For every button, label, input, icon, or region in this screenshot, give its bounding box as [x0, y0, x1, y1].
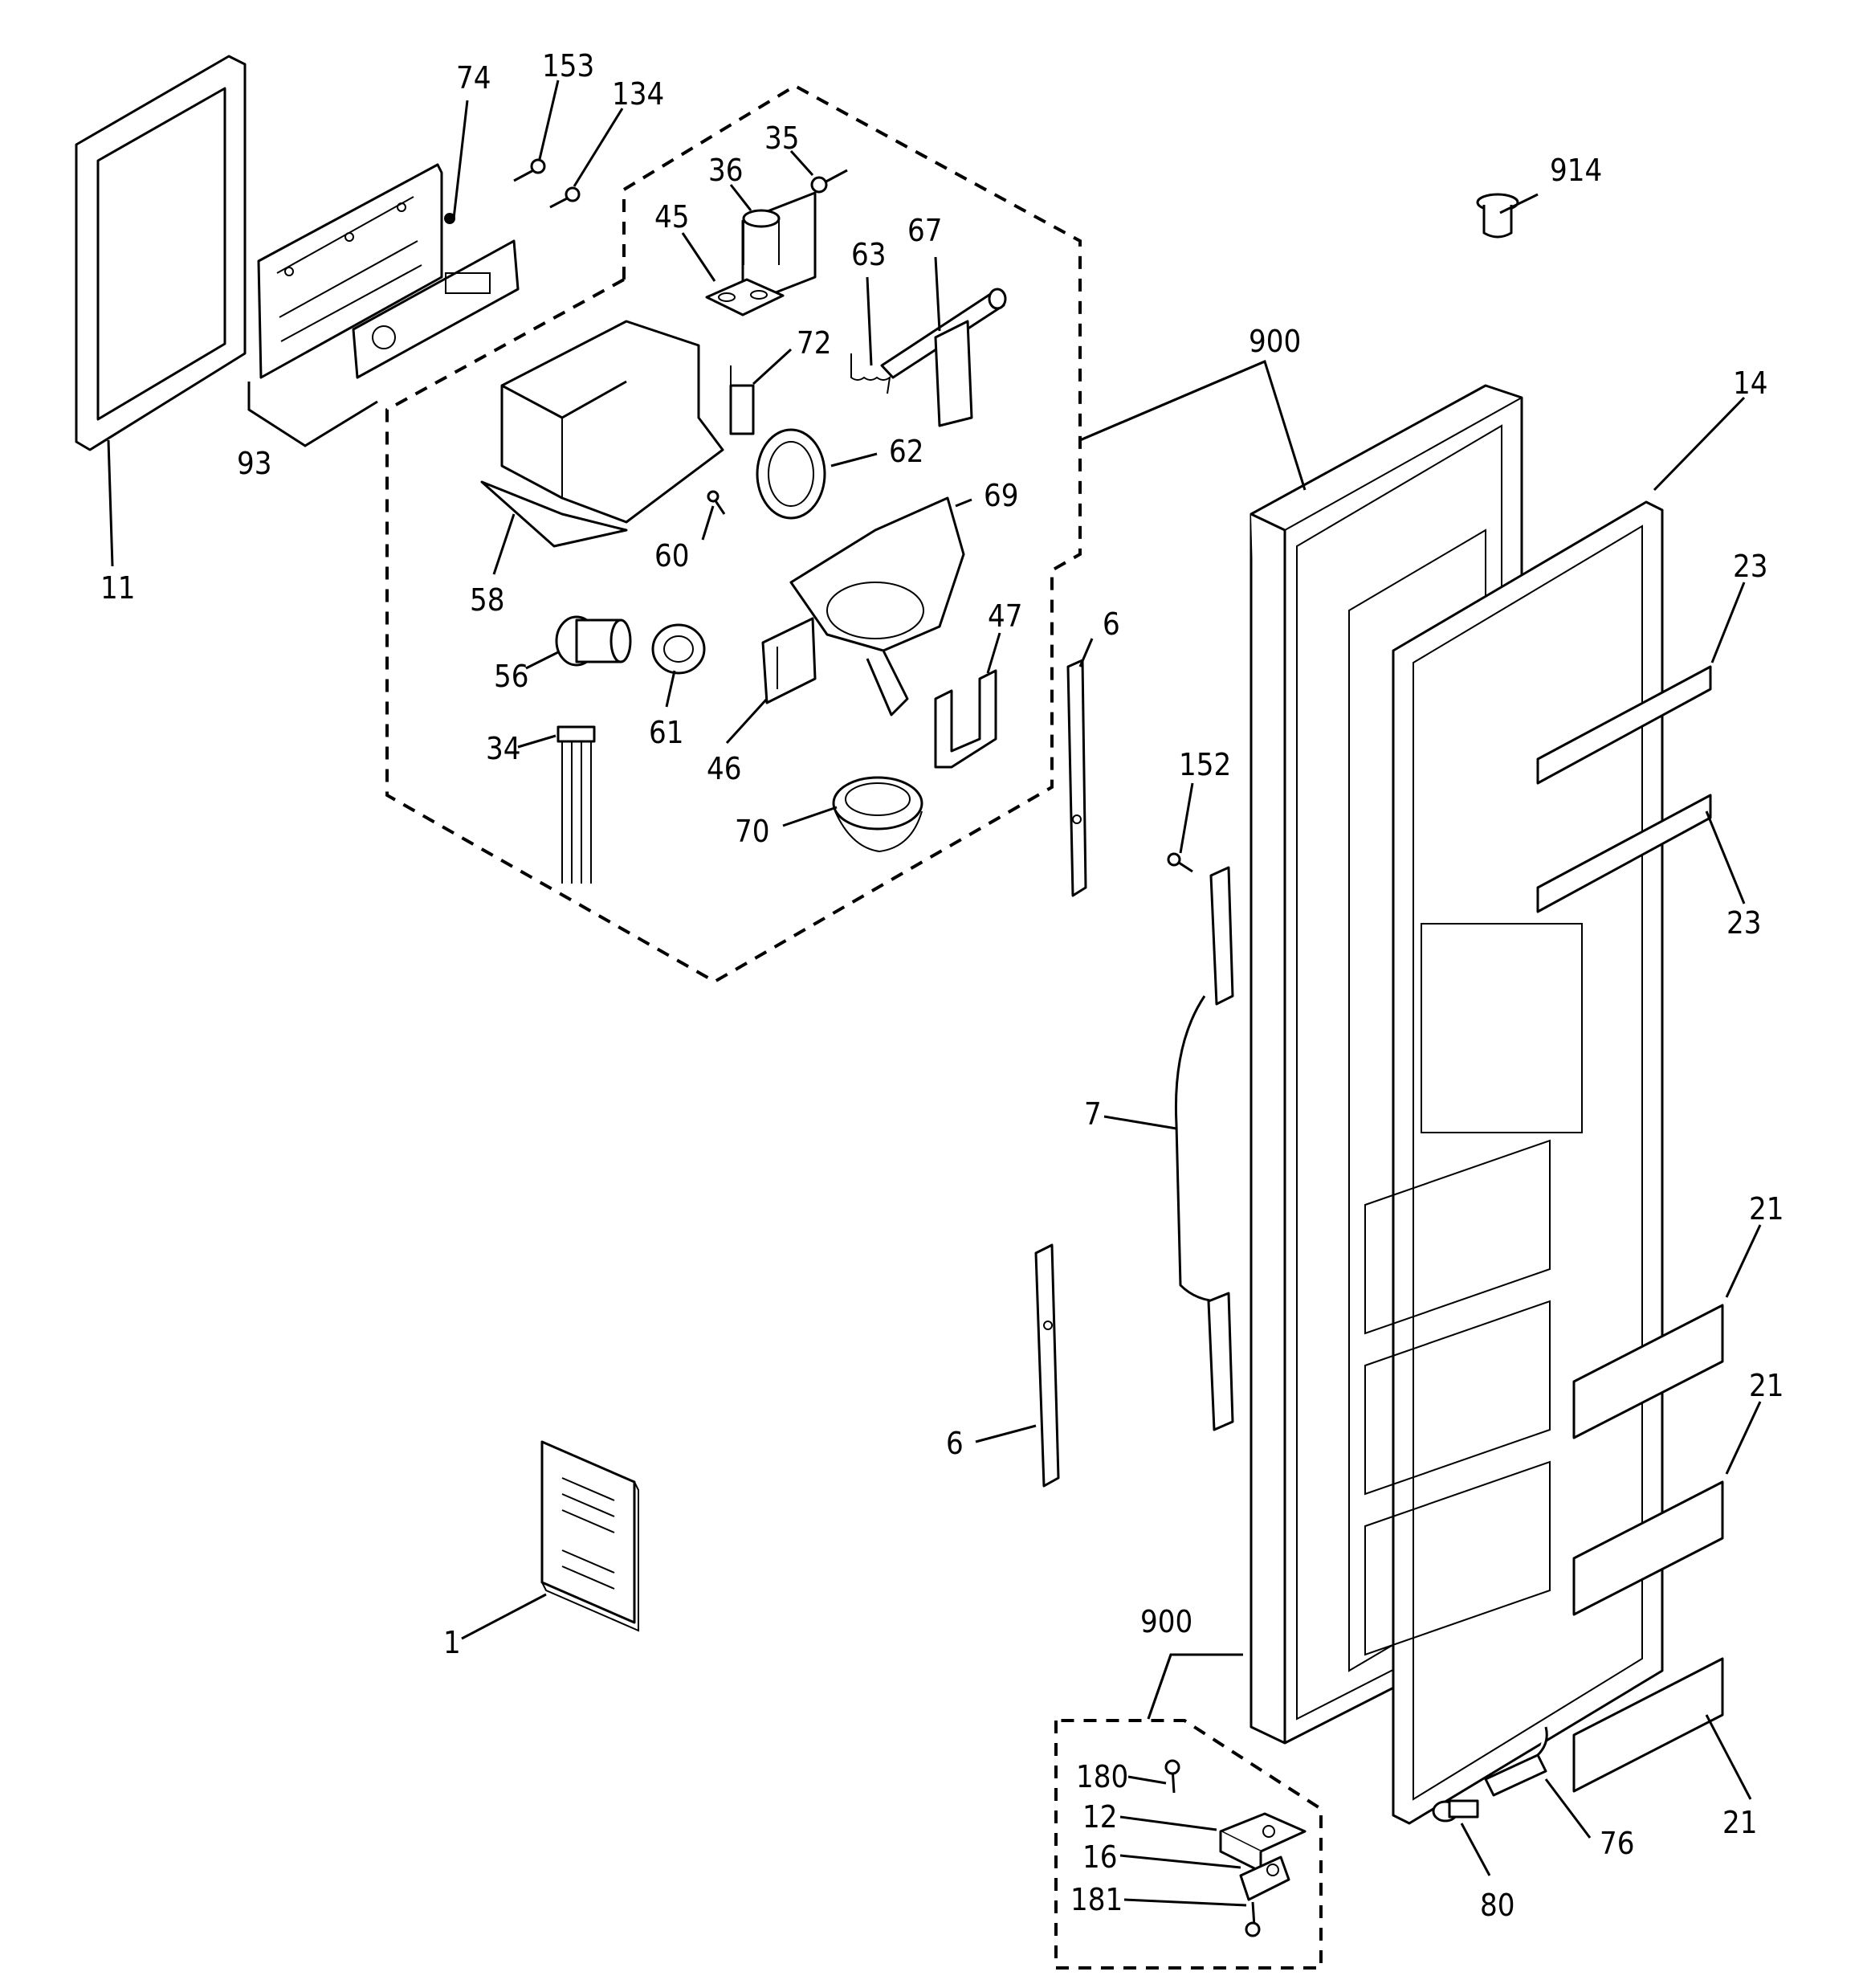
callout-11: 11 — [100, 570, 136, 606]
bin-rail-part-21-b — [1572, 1480, 1724, 1616]
callout-60: 60 — [654, 538, 690, 574]
ice-funnel-part-69 — [789, 496, 965, 716]
callout-180: 180 — [1076, 1759, 1128, 1794]
cap-part-914 — [1476, 193, 1519, 239]
wire-harness-part-34 — [556, 725, 596, 884]
coupler-part-61 — [651, 623, 706, 675]
callout-62: 62 — [889, 434, 924, 469]
callout-181: 181 — [1070, 1882, 1123, 1917]
handle-part-7 — [1174, 866, 1234, 1431]
callout-152: 152 — [1179, 747, 1231, 782]
callout-23-upper: 23 — [1733, 549, 1768, 584]
spring-part-63 — [850, 353, 891, 394]
flap-part-46 — [761, 617, 817, 704]
trim-strip-part-6-upper — [1066, 659, 1087, 897]
screw-part-181 — [1245, 1901, 1261, 1937]
door-bins — [1364, 923, 1583, 1656]
bin-rail-part-21-c — [1572, 1657, 1724, 1793]
callout-914: 914 — [1550, 153, 1602, 188]
callout-7: 7 — [1084, 1096, 1102, 1132]
callout-labels: 11 93 74 153 134 35 36 45 67 63 72 62 69… — [100, 48, 1784, 1923]
manual-part-1 — [540, 1440, 639, 1632]
leader-lines — [107, 80, 1762, 1907]
motor-part-56 — [555, 615, 632, 667]
control-panel-part-93 — [257, 163, 520, 379]
callout-34: 34 — [486, 731, 521, 766]
callout-56: 56 — [494, 659, 529, 694]
callout-80: 80 — [1480, 1888, 1515, 1923]
callout-900-door: 900 — [1249, 324, 1301, 359]
bin-rail-part-21-a — [1572, 1304, 1724, 1439]
callout-6-upper: 6 — [1103, 606, 1120, 642]
hinge-bracket-part-12 — [1219, 1812, 1307, 1873]
callout-16: 16 — [1082, 1839, 1118, 1875]
callout-61: 61 — [649, 715, 684, 750]
fitting-part-80 — [1432, 1799, 1479, 1823]
bracket-part-45 — [705, 278, 785, 316]
callout-6-lower: 6 — [946, 1426, 964, 1461]
dispenser-frame-part-11 — [75, 55, 247, 451]
screw-part-60 — [707, 490, 726, 515]
screw-part-134 — [549, 186, 581, 209]
callout-76: 76 — [1600, 1826, 1635, 1861]
callout-12: 12 — [1082, 1799, 1118, 1835]
tube-part-76 — [1484, 1726, 1548, 1797]
trim-strip-part-6-lower — [1034, 1243, 1060, 1488]
screw-part-35 — [810, 169, 848, 194]
ice-dispenser-assembly-group-outline — [385, 84, 1082, 984]
callout-153: 153 — [542, 48, 594, 84]
shelf-rail-part-23-lower — [1536, 794, 1712, 913]
callout-69: 69 — [984, 478, 1019, 513]
shaft-part-67 — [880, 288, 1007, 427]
callout-21-b: 21 — [1749, 1368, 1784, 1403]
callout-47: 47 — [988, 598, 1023, 634]
callout-14: 14 — [1733, 365, 1768, 401]
callout-900-hinge: 900 — [1140, 1604, 1192, 1639]
screw-part-180 — [1164, 1759, 1180, 1794]
callout-58: 58 — [470, 582, 505, 618]
screw-part-153 — [513, 158, 546, 182]
callout-70: 70 — [735, 814, 770, 849]
callout-67: 67 — [907, 213, 943, 248]
shelf-rail-part-23-upper — [1536, 665, 1712, 785]
callout-21-a: 21 — [1749, 1191, 1784, 1227]
callout-46: 46 — [707, 751, 742, 786]
solenoid-part-36 — [741, 191, 817, 307]
ice-chute-housing-part-58 — [480, 320, 724, 548]
gear-ring-part-62 — [756, 428, 826, 520]
callout-74: 74 — [456, 60, 491, 96]
switch-part-72 — [729, 365, 755, 435]
callout-63: 63 — [851, 237, 887, 272]
screw-part-152 — [1167, 852, 1193, 873]
ring-part-70 — [832, 776, 923, 853]
callout-36: 36 — [708, 153, 744, 188]
callout-93: 93 — [237, 446, 272, 481]
callout-35: 35 — [764, 120, 800, 156]
callout-45: 45 — [654, 199, 690, 235]
callout-23-lower: 23 — [1726, 905, 1762, 941]
callout-21-c: 21 — [1722, 1805, 1758, 1840]
callout-1: 1 — [443, 1625, 461, 1660]
callout-72: 72 — [797, 325, 832, 361]
bracket-part-47 — [934, 669, 997, 769]
gasket-part-14 — [1392, 500, 1664, 1825]
callout-134: 134 — [612, 76, 664, 112]
hinge-pin-part-16 — [1239, 1855, 1290, 1901]
hinge-kit-group-outline — [1054, 1719, 1323, 1970]
